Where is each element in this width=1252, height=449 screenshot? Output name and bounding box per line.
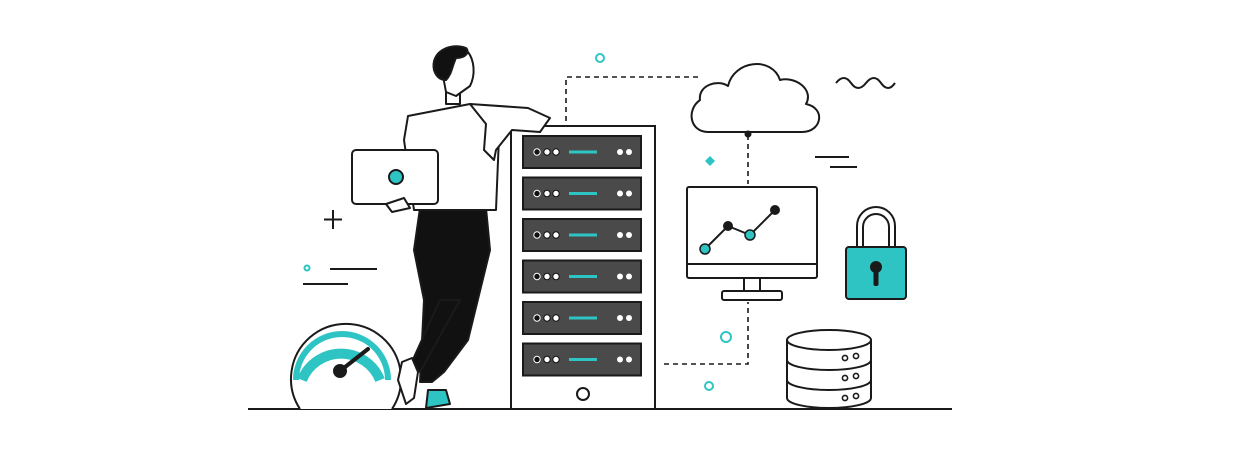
rack-unit <box>522 135 642 169</box>
dashed-connectors <box>565 76 749 365</box>
cloud-icon <box>690 63 821 138</box>
laptop-icon <box>351 149 439 205</box>
rack-unit <box>522 176 642 211</box>
person-hair <box>432 45 469 81</box>
person-leaning-icon <box>351 45 551 409</box>
rack-unit <box>522 259 642 294</box>
person-shoe-left <box>397 357 419 405</box>
person-shoe-right <box>425 389 451 409</box>
monitor-chart-icon <box>686 186 818 301</box>
rack-unit <box>522 218 642 252</box>
server-rack-icon <box>510 125 656 410</box>
rack-unit <box>522 301 642 335</box>
database-icon <box>786 329 872 409</box>
padlock-icon <box>845 206 907 300</box>
speedometer-gauge-icon <box>290 322 402 410</box>
decor-sparkles <box>303 53 896 391</box>
rack-unit <box>522 342 642 377</box>
